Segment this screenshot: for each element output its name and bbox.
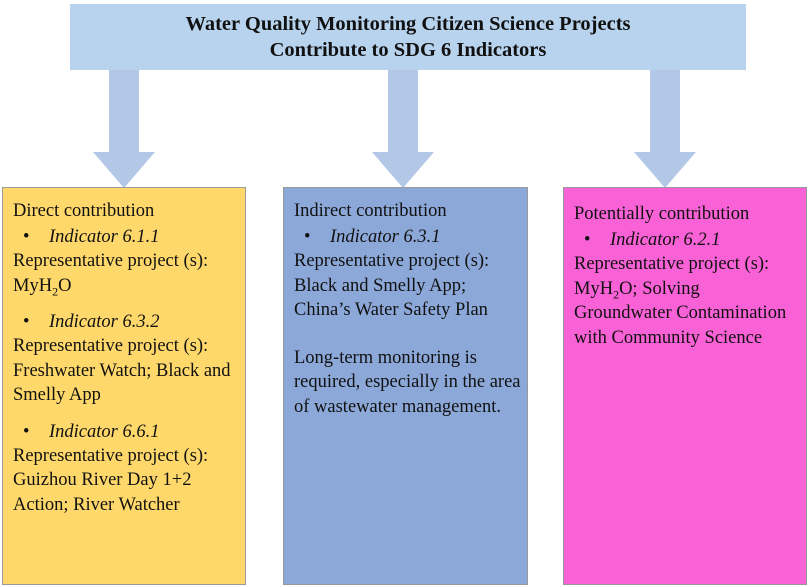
bullet-icon: • — [23, 421, 30, 442]
indicator-label: Indicator 6.1.1 — [49, 227, 160, 247]
indicator-label: Indicator 6.6.1 — [49, 421, 160, 442]
monitoring-note: Long-term monitoring is required, especi… — [294, 347, 521, 417]
direct-contribution-box: Direct contribution • Indicator 6.1.1 Rep… — [2, 187, 246, 585]
indirect-contribution-box: Indirect contribution • Indicator 6.3.1 R… — [283, 187, 528, 585]
arrow-to-direct — [93, 70, 155, 188]
arrow-to-direct-shape — [93, 70, 155, 188]
title-line-2: Contribute to SDG 6 Indicators — [269, 39, 547, 61]
arrow-to-indirect-shape — [372, 70, 434, 188]
bullet-icon: • — [584, 230, 591, 250]
direct-heading: Direct contribution — [13, 201, 155, 221]
indicator-item: • Indicator 6.1.1 Representative project … — [13, 226, 239, 298]
indicator-item: • Indicator 6.6.1 Representative project … — [13, 421, 239, 518]
indicator-label: Indicator 6.2.1 — [610, 230, 721, 250]
project-text: Representative project (s): Guizhou Rive… — [13, 445, 209, 515]
project-text: Representative project (s): Freshwater W… — [13, 336, 231, 405]
title-line-1: Water Quality Monitoring Citizen Science… — [185, 13, 631, 35]
bullet-icon: • — [23, 312, 30, 332]
indirect-heading: Indirect contribution — [294, 201, 447, 221]
arrow-to-indirect — [372, 70, 434, 188]
arrow-to-potential-shape — [634, 70, 696, 188]
arrow-to-potential — [634, 70, 696, 188]
project-text: Representative project (s): Black and Sm… — [294, 251, 490, 320]
indicator-label: Indicator 6.3.2 — [49, 312, 160, 332]
indicator-item: • Indicator 6.3.2 Representative project … — [13, 311, 239, 408]
bullet-icon: • — [304, 227, 311, 247]
project-text: Representative project (s): MyH2O — [13, 251, 209, 299]
indicator-item: • Indicator 6.2.1 Representative project … — [574, 229, 800, 350]
bullet-icon: • — [23, 227, 30, 247]
potential-heading: Potentially contribution — [574, 204, 750, 224]
potential-contribution-box: Potentially contribution • Indicator 6.2.… — [563, 187, 807, 585]
project-text: Representative project (s): MyH2O; Solvi… — [574, 254, 787, 348]
indicator-item: • Indicator 6.3.1 Representative project … — [294, 226, 521, 323]
indicator-label: Indicator 6.3.1 — [330, 227, 441, 247]
title-box: Water Quality Monitoring Citizen Science… — [70, 4, 746, 70]
